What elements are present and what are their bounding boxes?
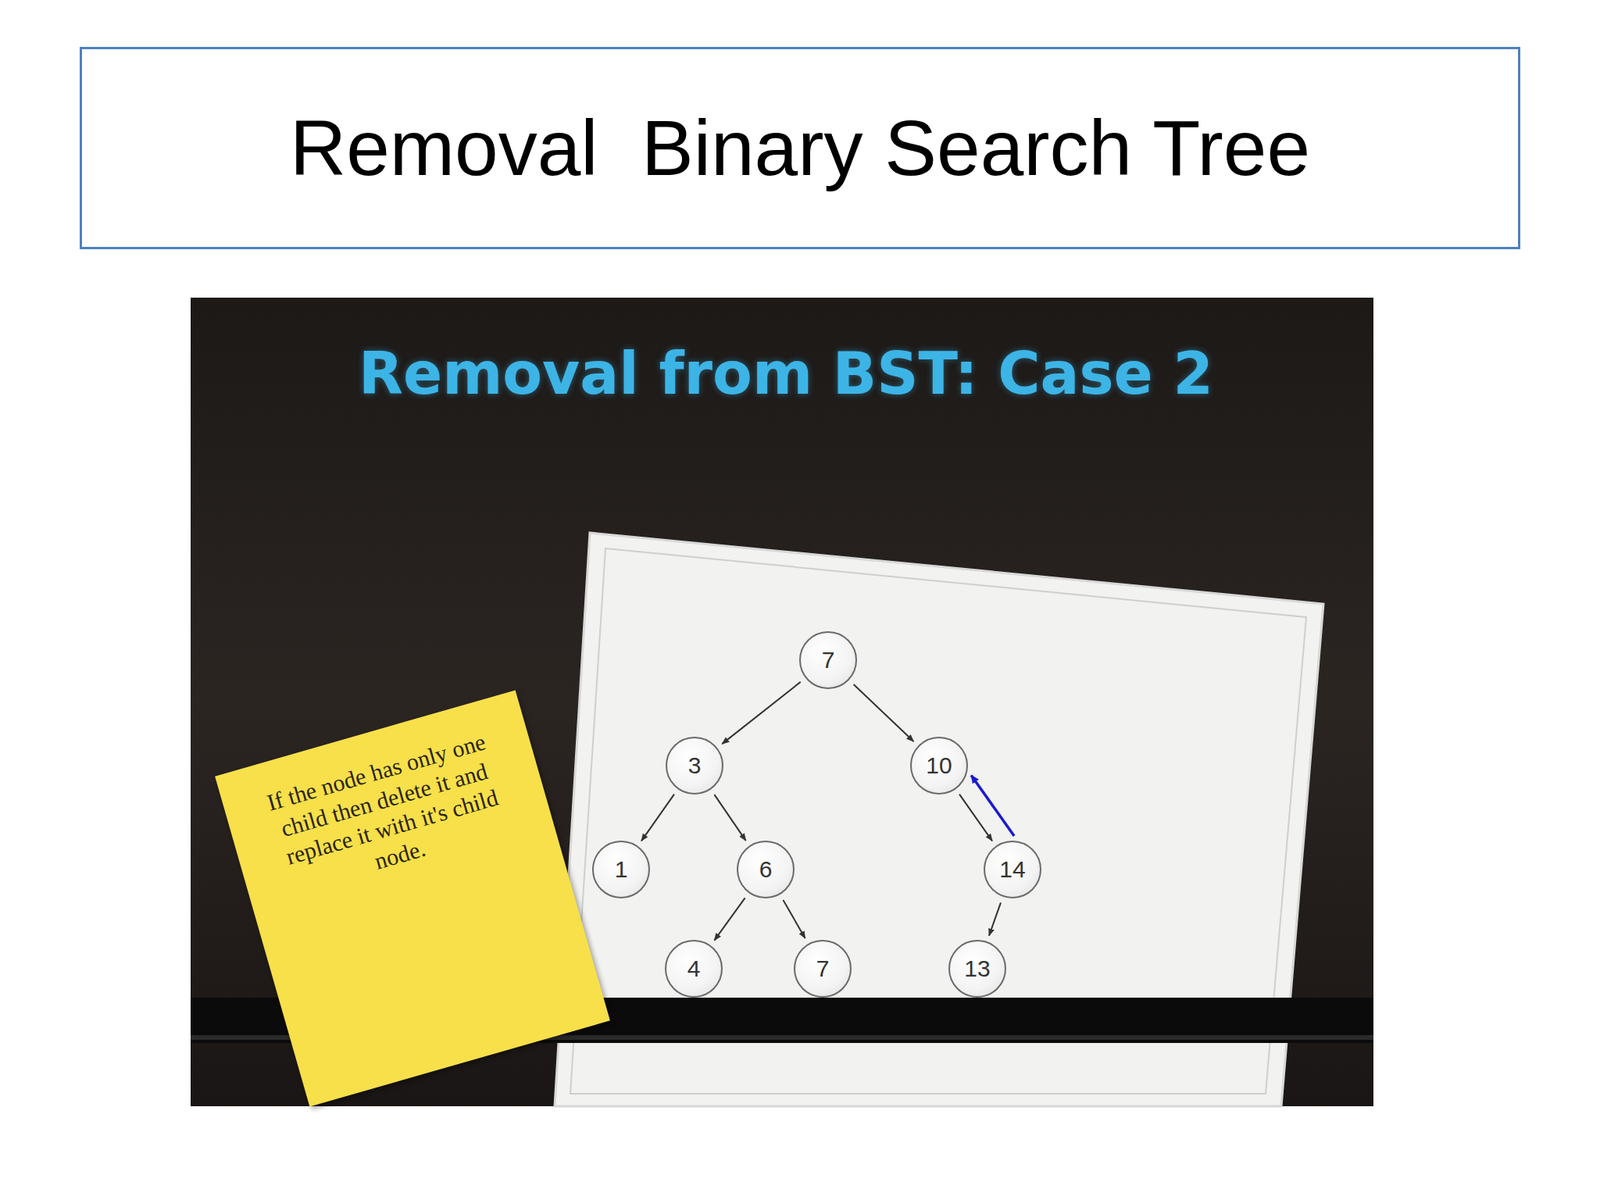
title: Removal Binary Search Tree bbox=[289, 103, 1311, 193]
replace-arrow bbox=[971, 775, 1015, 836]
tree-edge bbox=[959, 794, 993, 842]
node-value: 6 bbox=[759, 856, 773, 883]
node-value: 4 bbox=[687, 955, 701, 983]
tree-edge bbox=[782, 900, 805, 939]
tree-edge bbox=[853, 684, 915, 742]
node-value: 1 bbox=[614, 856, 629, 883]
title-box: Removal Binary Search Tree bbox=[79, 46, 1521, 250]
node-value: 3 bbox=[688, 752, 702, 779]
tree-edge bbox=[714, 897, 745, 940]
node-value: 7 bbox=[821, 646, 836, 674]
tree-node-circle: 7 bbox=[793, 939, 852, 998]
slide-heading: Removal from BST: Case 2 bbox=[358, 339, 1214, 408]
tree-edge bbox=[714, 794, 746, 841]
tree-edge bbox=[641, 794, 675, 842]
tree-node-circle: 10 bbox=[910, 736, 968, 795]
dark-background bbox=[190, 297, 1374, 1107]
tree-node-circle: 7 bbox=[799, 631, 858, 690]
tree-node-circle: 14 bbox=[983, 840, 1042, 899]
node-value: 14 bbox=[999, 856, 1025, 883]
tree-node-circle: 3 bbox=[665, 736, 724, 795]
node-value: 7 bbox=[816, 955, 830, 983]
tree-edge bbox=[721, 682, 800, 744]
tree-edge bbox=[989, 902, 1001, 936]
node-value: 10 bbox=[925, 752, 952, 779]
tree-node-circle: 4 bbox=[664, 939, 723, 998]
tree-node-circle: 13 bbox=[948, 939, 1007, 998]
tree-node-circle: 6 bbox=[736, 840, 795, 899]
node-value: 13 bbox=[964, 955, 990, 983]
tree-node-circle: 1 bbox=[592, 840, 650, 899]
